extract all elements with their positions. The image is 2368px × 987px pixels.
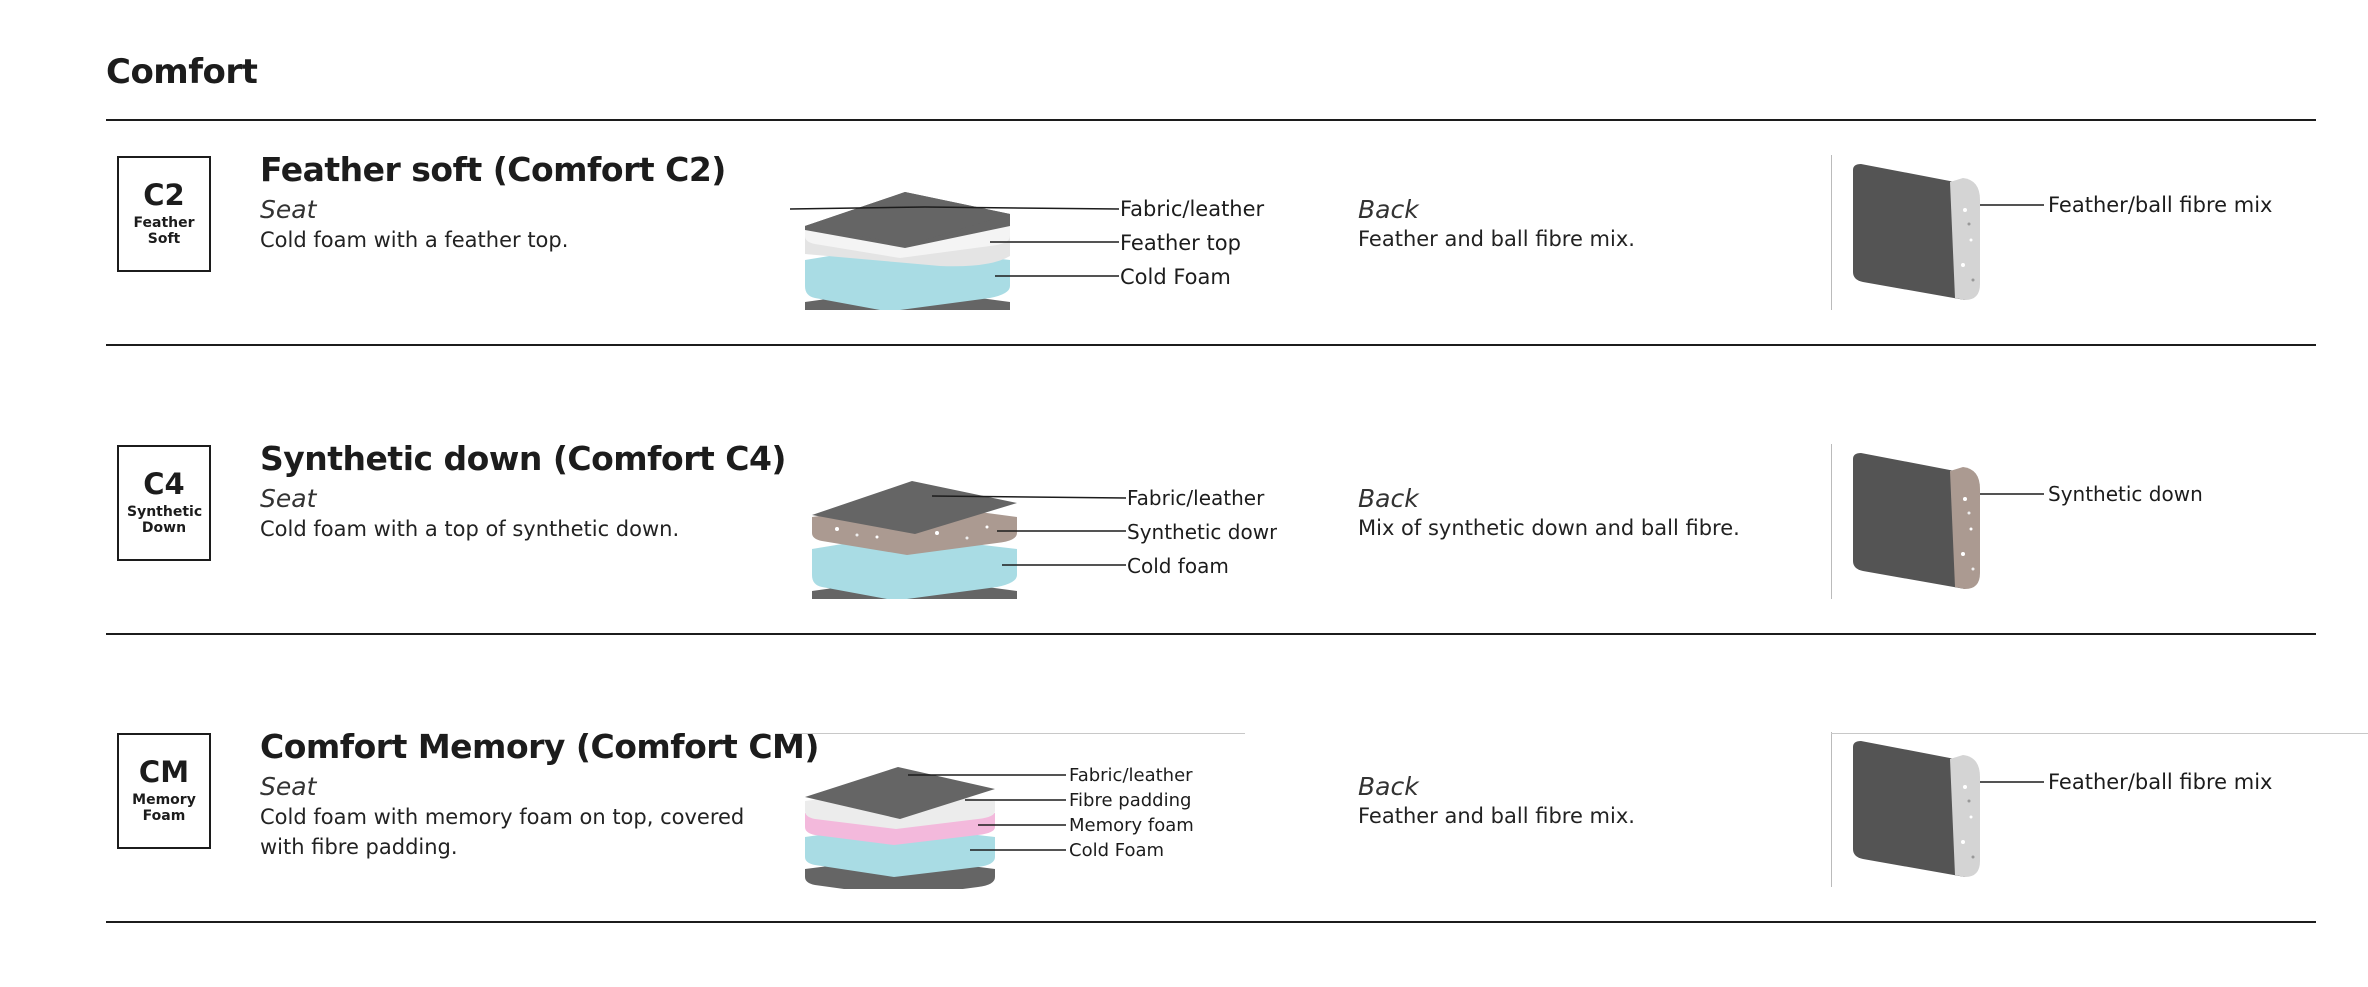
seat-cushion-diagram: Fabric/leather Synthetic down Cold foam [812, 481, 1277, 599]
back-description: Feather and ball fibre mix. [1358, 227, 1635, 251]
comfort-option-c2: C2 Feather Soft Feather soft (Comfort C2… [0, 120, 2368, 410]
layer-label: Feather/ball fibre mix [2048, 193, 2272, 217]
layer-label: Synthetic down [1127, 520, 1277, 544]
badge-name: Memory Foam [132, 792, 196, 824]
comfort-option-cm: CM Memory Foam Comfort Memory (Comfort C… [0, 697, 2368, 987]
divider [106, 633, 2316, 635]
badge-code: CM [138, 755, 190, 789]
seat-label: Seat [260, 484, 317, 513]
seat-label: Seat [260, 772, 317, 801]
layer-label: Cold Foam [1069, 840, 1164, 861]
layer-label: Fabric/leather [1127, 486, 1265, 510]
layer-label: Feather top [1120, 231, 1241, 255]
divider [1831, 733, 2368, 734]
layer-label: Cold Foam [1120, 265, 1231, 289]
back-cushion-diagram: Feather/ball fibre mix [1853, 741, 2272, 877]
back-cushion-diagram: Feather/ball fibre mix [1853, 164, 2272, 300]
badge-code: C4 [143, 467, 185, 501]
layer-label: Fabric/leather [1120, 197, 1265, 221]
back-label: Back [1358, 195, 1419, 224]
seat-description: Cold foam with memory foam on top, cover… [260, 805, 745, 859]
seat-cushion-diagram: Fabric/leather Feather top Cold Foam [790, 192, 1265, 310]
layer-label: Fibre padding [1069, 790, 1191, 811]
badge-code: C2 [143, 178, 185, 212]
back-description: Mix of synthetic down and ball fibre. [1358, 516, 1740, 540]
comfort-badge: C4 Synthetic Down [117, 445, 211, 561]
option-title: Synthetic down (Comfort C4) [260, 439, 787, 478]
comfort-badge: C2 Feather Soft [117, 156, 211, 272]
badge-name: Feather Soft [133, 215, 195, 247]
divider [1831, 444, 1832, 599]
divider [106, 119, 2316, 121]
divider [106, 921, 2316, 923]
seat-cushion-diagram: Fabric/leather Fibre padding Memory foam… [805, 765, 1194, 889]
layer-label: Memory foam [1069, 815, 1194, 836]
page-title: Comfort [106, 52, 258, 92]
comfort-badge: CM Memory Foam [117, 733, 211, 849]
layer-label: Fabric/leather [1069, 765, 1193, 786]
seat-description: Cold foam with a feather top. [260, 228, 569, 252]
divider [1831, 155, 1832, 310]
back-description: Feather and ball fibre mix. [1358, 804, 1635, 828]
seat-description: Cold foam with a top of synthetic down. [260, 517, 680, 541]
seat-label: Seat [260, 195, 317, 224]
layer-label: Feather/ball fibre mix [2048, 770, 2272, 794]
layer-label: Synthetic down [2048, 482, 2203, 506]
divider [1831, 732, 1832, 887]
back-label: Back [1358, 772, 1419, 801]
comfort-option-c4: C4 Synthetic Down Synthetic down (Comfor… [0, 409, 2368, 699]
option-title: Comfort Memory (Comfort CM) [260, 727, 819, 766]
divider [790, 733, 1245, 734]
back-cushion-diagram: Synthetic down [1853, 453, 2203, 589]
layer-label: Cold foam [1127, 554, 1229, 578]
divider [106, 344, 2316, 346]
back-label: Back [1358, 484, 1419, 513]
badge-name: Synthetic Down [127, 504, 203, 536]
option-title: Feather soft (Comfort C2) [260, 150, 726, 189]
